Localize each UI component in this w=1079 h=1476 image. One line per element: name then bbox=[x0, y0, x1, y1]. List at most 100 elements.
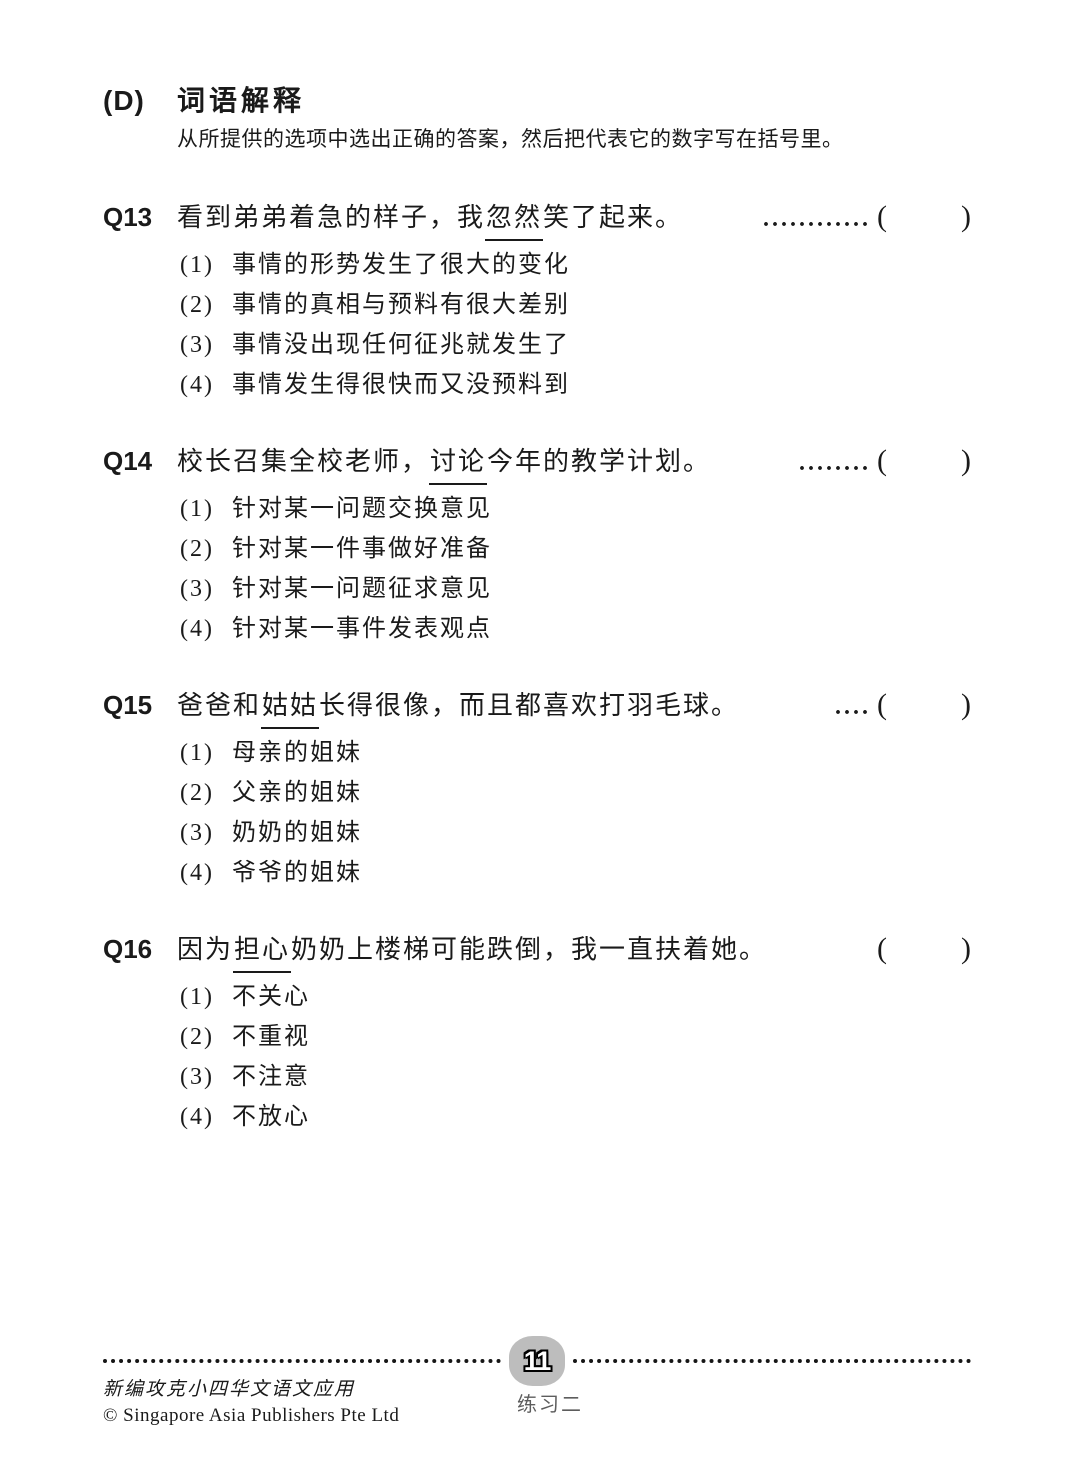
question-block-q16: Q16 因为担心奶奶上楼梯可能跌倒，我一直扶着她。 () (1) 不关心 (2)… bbox=[103, 929, 971, 1137]
option-text: 不重视 bbox=[232, 1024, 310, 1050]
option-text: 事情的真相与预料有很大差别 bbox=[232, 292, 570, 318]
option-row: (2) 针对某一件事做好准备 bbox=[177, 529, 971, 569]
option-row: (3) 不注意 bbox=[177, 1057, 971, 1097]
underlined-word: 担心 bbox=[233, 930, 292, 973]
question-block-q14: Q14 校长召集全校老师，讨论今年的教学计划。 ........ () (1) … bbox=[103, 441, 971, 649]
option-number: (2) bbox=[180, 292, 214, 318]
open-paren: ( bbox=[877, 688, 887, 721]
stem-text-after: 长得很像，而且都喜欢打羽毛球。 bbox=[319, 691, 740, 720]
option-row: (3) 奶奶的姐妹 bbox=[177, 813, 971, 853]
worksheet-page: (D) 词语解释 从所提供的选项中选出正确的答案，然后把代表它的数字写在括号里。… bbox=[103, 0, 1079, 1426]
open-paren: ( bbox=[877, 444, 887, 477]
answer-bracket: () bbox=[871, 685, 971, 725]
stem-text-before: 因为 bbox=[177, 935, 234, 964]
option-number: (1) bbox=[180, 496, 214, 522]
stem-text-after: 奶奶上楼梯可能跌倒，我一直扶着她。 bbox=[291, 935, 768, 964]
question-block-q15: Q15 爸爸和姑姑长得很像，而且都喜欢打羽毛球。 .... () (1) 母亲的… bbox=[103, 685, 971, 893]
question-body: 爸爸和姑姑长得很像，而且都喜欢打羽毛球。 .... () (1) 母亲的姐妹 (… bbox=[177, 685, 971, 893]
option-number: (4) bbox=[180, 616, 214, 642]
option-number: (2) bbox=[180, 1024, 214, 1050]
option-number: (1) bbox=[180, 984, 214, 1010]
option-row: (2) 不重视 bbox=[177, 1017, 971, 1057]
option-text: 事情没出现任何征兆就发生了 bbox=[232, 332, 570, 358]
question-label: Q16 bbox=[103, 934, 153, 964]
option-number: (4) bbox=[180, 860, 214, 886]
option-number: (2) bbox=[180, 780, 214, 806]
question-stem: 因为担心奶奶上楼梯可能跌倒，我一直扶着她。 () bbox=[177, 929, 971, 973]
option-row: (1) 不关心 bbox=[177, 977, 971, 1017]
open-paren: ( bbox=[877, 932, 887, 965]
question-label: Q15 bbox=[103, 690, 153, 720]
option-number: (1) bbox=[180, 740, 214, 766]
option-row: (2) 父亲的姐妹 bbox=[177, 773, 971, 813]
page-number-badge: 11 bbox=[509, 1336, 565, 1386]
option-row: (2) 事情的真相与预料有很大差别 bbox=[177, 285, 971, 325]
question-body: 校长召集全校老师，讨论今年的教学计划。 ........ () (1) 针对某一… bbox=[177, 441, 971, 649]
option-row: (1) 事情的形势发生了很大的变化 bbox=[177, 245, 971, 285]
answer-bracket: () bbox=[871, 929, 971, 969]
section-label: (D) bbox=[103, 85, 145, 116]
stem-text-after: 今年的教学计划。 bbox=[487, 447, 712, 476]
stem-text-before: 校长召集全校老师， bbox=[177, 447, 430, 476]
option-number: (3) bbox=[180, 1064, 214, 1090]
option-row: (4) 事情发生得很快而又没预料到 bbox=[177, 365, 971, 405]
question-block-q13: Q13 看到弟弟着急的样子，我忽然笑了起来。 ............ () (… bbox=[103, 197, 971, 405]
page-title: 词语解释 bbox=[177, 85, 306, 116]
option-number: (3) bbox=[180, 576, 214, 602]
option-text: 奶奶的姐妹 bbox=[232, 820, 362, 846]
question-body: 因为担心奶奶上楼梯可能跌倒，我一直扶着她。 () (1) 不关心 (2) 不重视… bbox=[177, 929, 971, 1137]
dots-leader: .... bbox=[835, 694, 871, 720]
stem-text-after: 笑了起来。 bbox=[543, 203, 684, 232]
dots-leader: ........ bbox=[799, 450, 871, 476]
option-text: 爷爷的姐妹 bbox=[232, 860, 362, 886]
option-text: 不关心 bbox=[232, 984, 310, 1010]
dotted-line-left bbox=[103, 1359, 501, 1363]
question-label: Q13 bbox=[103, 202, 153, 232]
option-text: 针对某一件事做好准备 bbox=[232, 536, 492, 562]
book-title: 新编攻克小四华文语文应用 bbox=[103, 1379, 356, 1400]
stem-text-before: 看到弟弟着急的样子，我 bbox=[177, 203, 486, 232]
option-text: 针对某一问题征求意见 bbox=[232, 576, 492, 602]
question-stem: 爸爸和姑姑长得很像，而且都喜欢打羽毛球。 .... () bbox=[177, 685, 971, 729]
option-number: (1) bbox=[180, 252, 214, 278]
footer-rule: 11 bbox=[103, 1336, 971, 1386]
copyright-text: © Singapore Asia Publishers Pte Ltd bbox=[103, 1405, 400, 1426]
question-list: Q13 看到弟弟着急的样子，我忽然笑了起来。 ............ () (… bbox=[103, 197, 971, 1137]
option-row: (3) 事情没出现任何征兆就发生了 bbox=[177, 325, 971, 365]
dotted-line-right bbox=[573, 1359, 971, 1363]
option-row: (1) 针对某一问题交换意见 bbox=[177, 489, 971, 529]
section-header: (D) 词语解释 bbox=[103, 0, 1079, 116]
imprint: 新编攻克小四华文语文应用 © Singapore Asia Publishers… bbox=[103, 1378, 399, 1428]
answer-bracket: () bbox=[871, 197, 971, 237]
option-row: (4) 不放心 bbox=[177, 1097, 971, 1137]
question-body: 看到弟弟着急的样子，我忽然笑了起来。 ............ () (1) 事… bbox=[177, 197, 971, 405]
close-paren: ) bbox=[961, 932, 971, 965]
option-text: 事情发生得很快而又没预料到 bbox=[232, 372, 570, 398]
option-text: 针对某一事件发表观点 bbox=[232, 616, 492, 642]
option-number: (3) bbox=[180, 332, 214, 358]
option-number: (3) bbox=[180, 820, 214, 846]
option-row: (4) 爷爷的姐妹 bbox=[177, 853, 971, 893]
underlined-word: 忽然 bbox=[485, 198, 544, 241]
close-paren: ) bbox=[961, 688, 971, 721]
instruction-text: 从所提供的选项中选出正确的答案，然后把代表它的数字写在括号里。 bbox=[177, 128, 844, 151]
option-number: (4) bbox=[180, 1104, 214, 1130]
option-text: 不放心 bbox=[232, 1104, 310, 1130]
underlined-word: 姑姑 bbox=[261, 686, 320, 729]
option-number: (4) bbox=[180, 372, 214, 398]
dots-leader: ............ bbox=[763, 206, 871, 232]
question-label: Q14 bbox=[103, 446, 153, 476]
answer-bracket: () bbox=[871, 441, 971, 481]
option-text: 事情的形势发生了很大的变化 bbox=[232, 252, 570, 278]
option-text: 父亲的姐妹 bbox=[232, 780, 362, 806]
option-row: (1) 母亲的姐妹 bbox=[177, 733, 971, 773]
question-stem: 校长召集全校老师，讨论今年的教学计划。 ........ () bbox=[177, 441, 971, 485]
close-paren: ) bbox=[961, 444, 971, 477]
option-row: (4) 针对某一事件发表观点 bbox=[177, 609, 971, 649]
question-stem: 看到弟弟着急的样子，我忽然笑了起来。 ............ () bbox=[177, 197, 971, 241]
page-number: 11 bbox=[523, 1345, 552, 1376]
open-paren: ( bbox=[877, 200, 887, 233]
close-paren: ) bbox=[961, 200, 971, 233]
underlined-word: 讨论 bbox=[429, 442, 488, 485]
stem-text-before: 爸爸和 bbox=[177, 691, 262, 720]
